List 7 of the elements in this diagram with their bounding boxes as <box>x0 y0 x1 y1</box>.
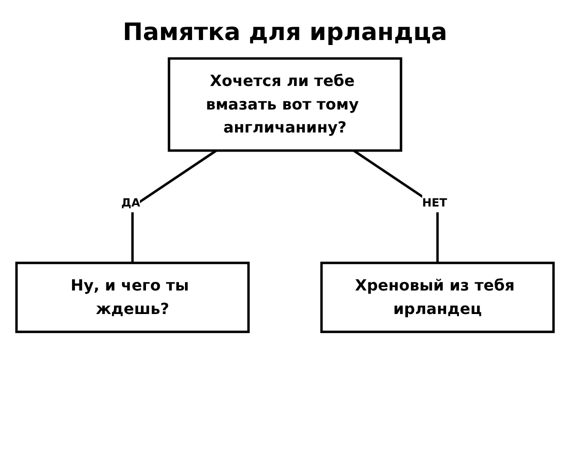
node-box: Ну, и чего ты ждешь? <box>15 262 250 334</box>
connector <box>131 150 217 263</box>
node-box: Хочется ли тебе вмазать вот тому англичанину? <box>168 57 402 152</box>
diagram-title: Памятка для ирландца <box>122 18 448 46</box>
node-box: Хреновый из тебя ирландец <box>320 262 555 334</box>
edge-label: НЕТ <box>422 196 448 210</box>
edge-label: ДА <box>121 196 140 210</box>
